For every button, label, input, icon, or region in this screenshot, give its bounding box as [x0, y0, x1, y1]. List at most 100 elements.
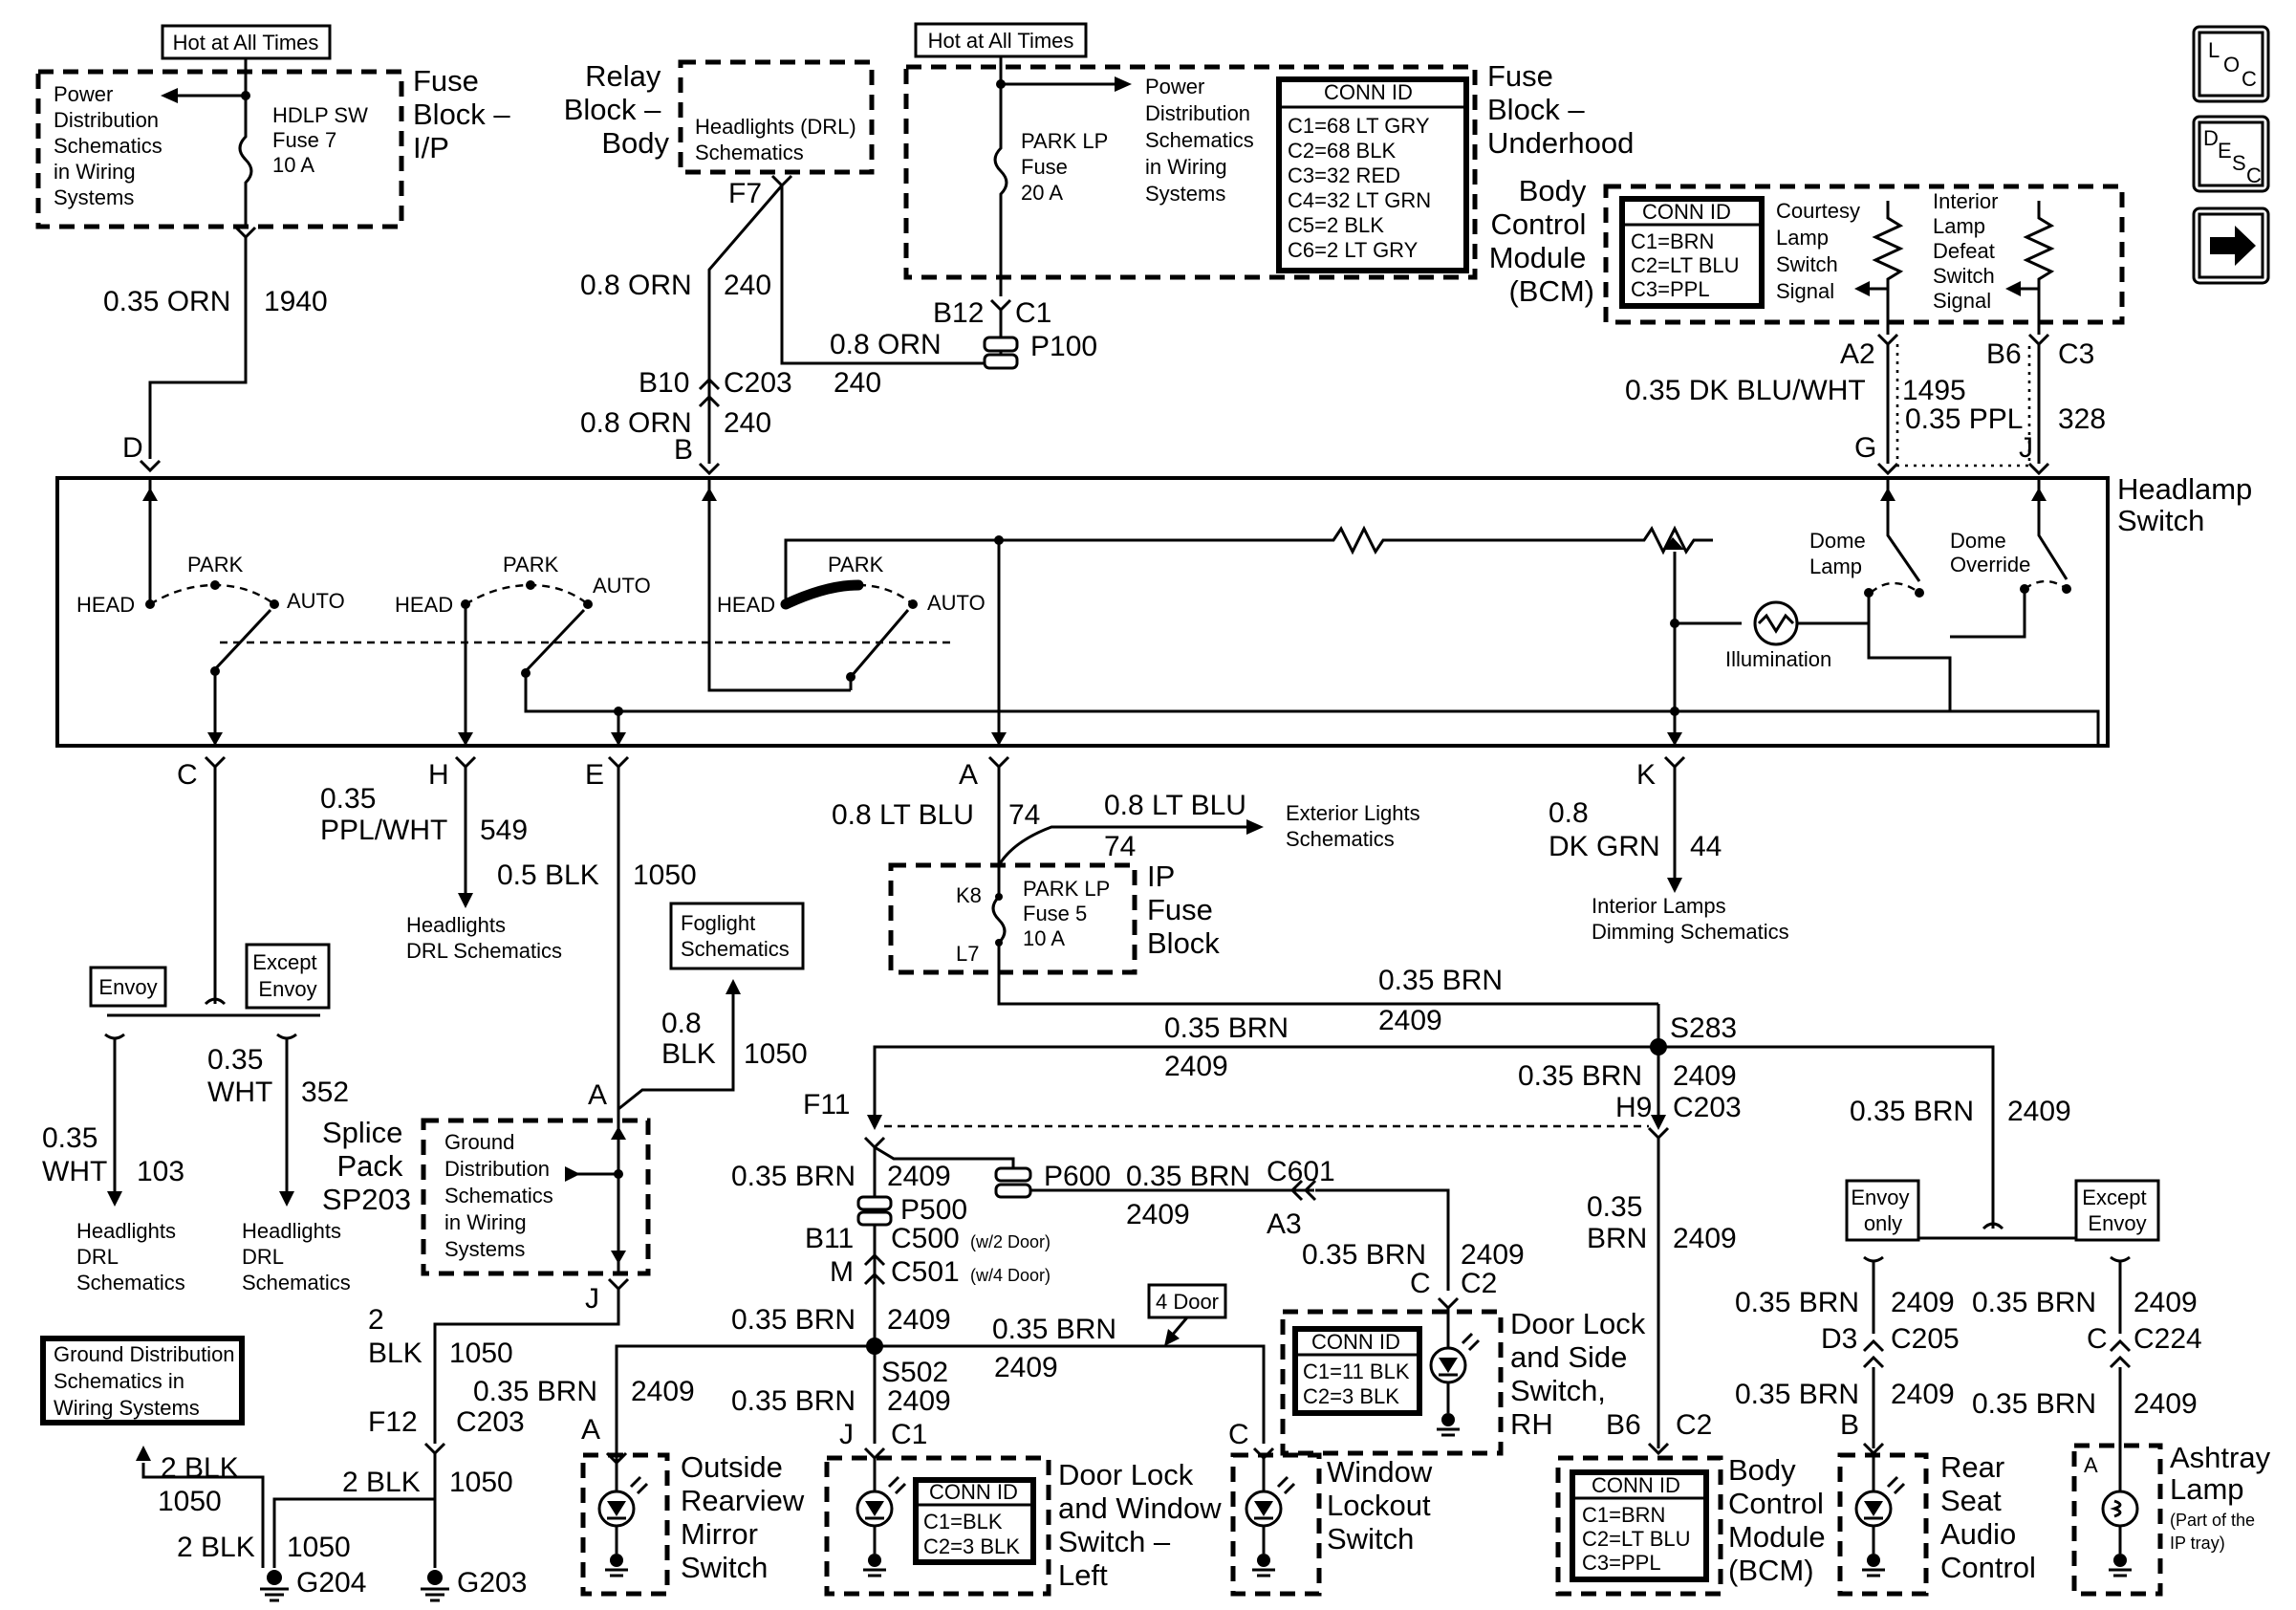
junction-dot [1670, 707, 1679, 716]
bcm-bottom: CONN ID C1=BRN C2=LT BLU C3=PPL Body Con… [1555, 1453, 1826, 1597]
connector-symbol [423, 1442, 446, 1456]
dome-lamp-return [1867, 593, 1952, 711]
auto-label: AUTO [287, 589, 345, 613]
arrow-icon [458, 732, 473, 746]
pin-c-ash-label: C [2087, 1323, 2108, 1355]
wire-2409o-gauge: 0.35 BRN [1972, 1287, 2096, 1318]
wire-2409l-circuit: 2409 [631, 1376, 695, 1407]
interior-lamp-label: Interior Lamp Defeat Switch Signal [1933, 189, 2004, 313]
c500-note: (w/2 Door) [970, 1232, 1051, 1251]
pin-m-label: M [830, 1256, 854, 1288]
wire-74b-gauge: 0.8 LT BLU [1104, 790, 1246, 821]
light-rays-icon [1276, 1475, 1296, 1495]
pin-b11-label: B11 [805, 1223, 854, 1254]
wire-2409m-circuit: 2409 [887, 1385, 951, 1417]
lamp-filament-icon [1757, 613, 1795, 634]
splice-pack-title: Splice Pack SP203 [322, 1116, 411, 1216]
ground-g204-icon [260, 1570, 289, 1602]
pin-b-label: B [674, 434, 693, 466]
arrow-icon [565, 1166, 580, 1182]
pin-a-mirror-label: A [581, 1414, 600, 1446]
wire-2409m-gauge: 0.35 BRN [731, 1385, 856, 1417]
wire-2409g-gauge: 0.35 BRN [1302, 1239, 1426, 1271]
wire-2409e-circuit: 2409 [887, 1161, 951, 1192]
loc-button-frame[interactable] [2192, 25, 2270, 103]
pin-c-label: C [177, 759, 198, 791]
relay-block-body: Relay Block – Body Headlights (DRL) Sche… [564, 59, 875, 209]
wire-240b-gauge: 0.8 ORN [830, 329, 942, 360]
wire-2409h-circuit: 2409 [1673, 1223, 1737, 1254]
d3-label: D3 [1821, 1323, 1857, 1355]
relay-block-title: Relay Block – Body [564, 59, 670, 160]
loc-button[interactable]: L O C [2192, 25, 2270, 103]
loc-letter-l: L [2208, 38, 2220, 62]
conn-id-table: CONN ID C1=68 LT GRY C2=68 BLK C3=32 RED… [1288, 80, 1437, 262]
wire-1940-circuit: 1940 [264, 286, 328, 317]
wire-1050b-circuit: 1050 [744, 1038, 808, 1070]
conn-id-table: CONN ID C1=BRN C2=LT BLU C3=PPL [1582, 1473, 1697, 1575]
window-lockout-switch: Window Lockout Switch [1230, 1452, 1440, 1597]
k8-label: K8 [956, 883, 982, 907]
bcm-top-outline [1603, 184, 2125, 325]
wire-1050d-circuit: 1050 [449, 1467, 513, 1498]
lamp-bulb-icon [2101, 1490, 2139, 1528]
light-rays-icon [1461, 1332, 1481, 1352]
c2-low-label: C2 [1676, 1409, 1712, 1441]
c1-dw-label: C1 [891, 1419, 927, 1450]
headlamp-switch-outline [55, 476, 2110, 748]
park-label: PARK [187, 553, 244, 577]
wire-328-circuit: 328 [2058, 403, 2106, 435]
connector-symbol [698, 462, 721, 476]
door-lock-left-outline [824, 1455, 1051, 1597]
wire-103-352 [113, 1037, 289, 1193]
ground-dot [868, 1554, 881, 1567]
p500-label: P500 [900, 1194, 967, 1226]
connector-symbol [863, 1136, 886, 1150]
wire-549-circuit: 549 [480, 815, 528, 846]
led-diode-icon [1254, 1501, 1273, 1516]
feed-wire [172, 58, 248, 98]
wiper-arrow-icon [1663, 537, 1684, 550]
wire-1050-ground [433, 1289, 620, 1444]
next-page-button[interactable] [2192, 207, 2270, 285]
wire-2409q-circuit: 2409 [2134, 1388, 2198, 1420]
door-lock-window-switch-left: CONN ID C1=BLK C2=3 BLK Door Lock and Wi… [824, 1455, 1222, 1597]
contact-dot [210, 666, 220, 676]
p500-pass-through [856, 1210, 893, 1227]
ground-icon [1862, 1568, 1885, 1577]
drl-schematics-label: Headlights DRL Schematics [406, 913, 562, 963]
interior-resistor [2023, 201, 2055, 335]
wire-2409c-gauge: 0.35 BRN [1518, 1060, 1642, 1092]
led-return [865, 1516, 884, 1554]
wire-2409n-gauge: 0.35 BRN [1735, 1287, 1859, 1318]
wire-1495-328 [1886, 344, 2041, 464]
window-lockout-title: Window Lockout Switch [1327, 1455, 1440, 1556]
desc-button-inner [2198, 120, 2264, 187]
wire-352-circuit: 352 [301, 1077, 349, 1108]
g203-label: G203 [457, 1567, 527, 1599]
wire-2409l-gauge: 0.35 BRN [473, 1376, 597, 1407]
head-label: HEAD [76, 593, 135, 617]
ashtray-title: Ashtray Lamp [2170, 1441, 2279, 1506]
wire-74a-circuit: 74 [1008, 799, 1040, 831]
wire-74b-circuit: 74 [1104, 831, 1136, 862]
c500-label: C500 [891, 1223, 960, 1254]
conn-id-box [1292, 1326, 1422, 1416]
wire-1050a-gauge: 0.5 BLK [497, 859, 599, 891]
envoy-tag [89, 966, 167, 1008]
next-button-inner [2198, 212, 2264, 279]
splice-pack-sp203: A Splice Pack SP203 Ground Distribution … [322, 1079, 651, 1276]
connector-symbol [1647, 1442, 1670, 1456]
feed-wire [999, 56, 1118, 86]
desc-button-frame[interactable] [2192, 115, 2270, 193]
led-return [607, 1516, 626, 1554]
dome-lamp-label: Dome Lamp [1809, 529, 1872, 578]
pin-j-dw-label: J [839, 1419, 854, 1450]
pin-b6-top-label: B6 [1986, 338, 2022, 370]
p100-pass-through [983, 336, 1019, 353]
arrow-icon [726, 979, 741, 994]
wire-1940-gauge: 0.35 ORN [103, 286, 230, 317]
pin-f7-label: F7 [728, 178, 762, 209]
pin-j-splice-label: J [585, 1283, 599, 1315]
desc-button[interactable]: D E S C [2192, 115, 2270, 193]
